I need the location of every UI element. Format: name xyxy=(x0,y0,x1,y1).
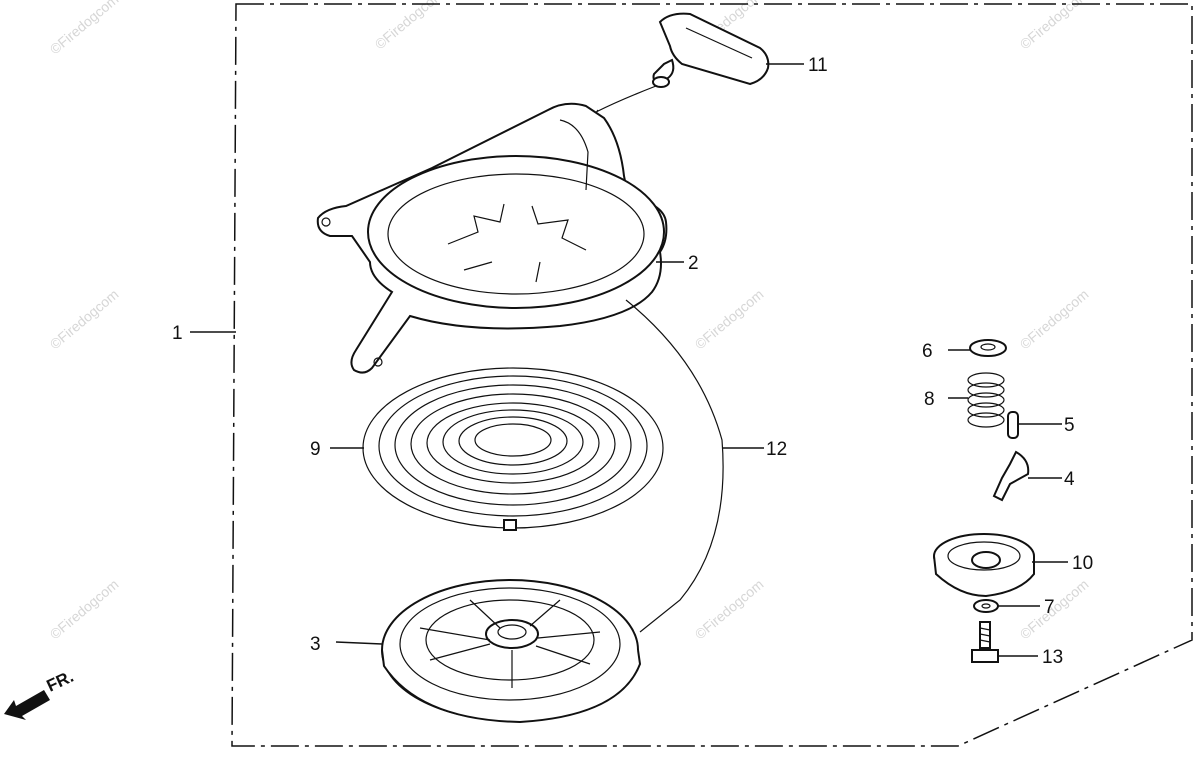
callout-3: 3 xyxy=(310,634,321,655)
watermark: ©Firedogcom xyxy=(47,0,122,57)
callout-6: 6 xyxy=(922,341,933,362)
starter-case xyxy=(316,102,668,374)
callout-10: 10 xyxy=(1072,553,1093,574)
callout-8: 8 xyxy=(924,389,935,410)
callout-1: 1 xyxy=(172,323,183,344)
pin xyxy=(1007,411,1019,439)
assembly-boundary xyxy=(231,3,1193,747)
ratchet-spring xyxy=(967,372,1005,428)
starter-grip xyxy=(652,12,770,88)
callout-13: 13 xyxy=(1042,647,1063,668)
washer-7 xyxy=(973,599,999,613)
callout-9: 9 xyxy=(310,439,321,460)
watermark: ©Firedogcom xyxy=(692,286,767,352)
starter-reel xyxy=(381,579,642,724)
friction-plate xyxy=(933,533,1035,598)
callout-7: 7 xyxy=(1044,597,1055,618)
starter-rope-lower xyxy=(625,299,724,633)
washer-6 xyxy=(969,339,1007,357)
front-arrow-icon xyxy=(4,690,50,720)
recoil-spring xyxy=(362,367,664,531)
callout-12: 12 xyxy=(766,439,787,460)
watermark: ©Firedogcom xyxy=(1017,0,1092,52)
watermark: ©Firedogcom xyxy=(692,576,767,642)
leader-lines xyxy=(190,63,1068,657)
watermark: ©Firedogcom xyxy=(47,576,122,642)
callout-4: 4 xyxy=(1064,469,1075,490)
bolt xyxy=(971,621,999,663)
watermark: ©Firedogcom xyxy=(47,286,122,352)
watermark: ©Firedogcom xyxy=(372,0,447,52)
ratchet xyxy=(992,450,1030,502)
callout-2: 2 xyxy=(688,253,699,274)
callout-5: 5 xyxy=(1064,415,1075,436)
callouts: 1 2 3 4 5 6 7 8 9 10 11 12 13 xyxy=(172,55,1093,668)
front-label: FR. xyxy=(44,667,77,696)
front-direction-indicator: FR. xyxy=(4,667,77,720)
callout-11: 11 xyxy=(808,55,828,76)
watermark: ©Firedogcom xyxy=(1017,286,1092,352)
